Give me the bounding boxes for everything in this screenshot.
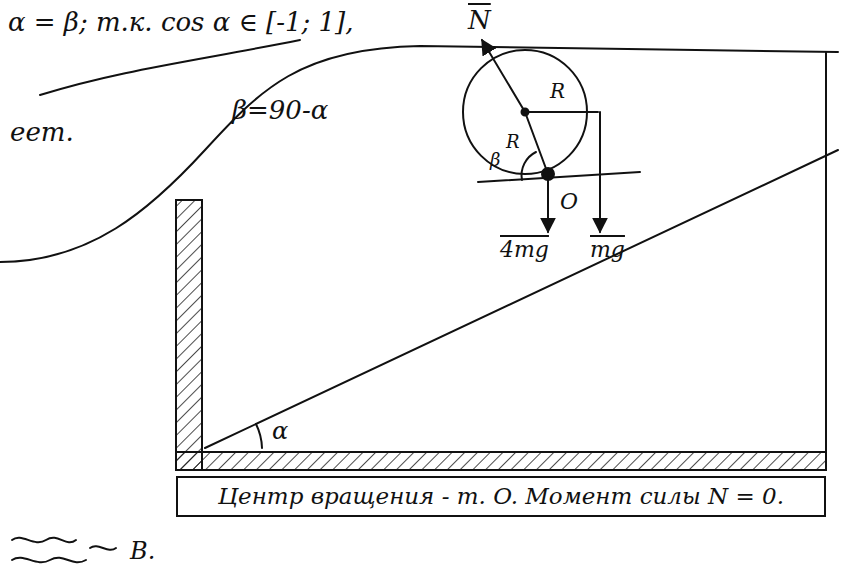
force-label: mg (590, 238, 625, 262)
note-text: Центр вращения - т. O. Момент силы N = 0… (188, 482, 814, 511)
force-label: N (468, 6, 491, 35)
frame-curve (0, 46, 838, 262)
radius-line (525, 111, 598, 113)
radius-line (525, 112, 548, 174)
note-text: B. (130, 538, 155, 564)
radius-label: R (550, 80, 565, 102)
radius-label: R (506, 132, 520, 152)
point-label: O (560, 190, 578, 214)
hatched-wall (176, 200, 202, 470)
angle-label: β (490, 150, 500, 170)
incline-line (205, 150, 838, 448)
note-box: Центр вращения - т. O. Момент силы N = 0… (176, 476, 826, 517)
force-arrow (547, 180, 549, 232)
force-label: 4mg (500, 238, 549, 262)
angle-label: α (272, 418, 288, 444)
note-text: α = β; т.к. cos α ∈ [-1; 1], (8, 8, 354, 37)
scribble (12, 538, 116, 563)
force-arrow (482, 40, 525, 112)
beta-arc (522, 152, 536, 180)
horizontal-line (478, 172, 640, 182)
hatched-floor (176, 452, 826, 470)
angle-arc (256, 424, 262, 448)
force-arrow (599, 112, 601, 232)
note-text: еет. (10, 118, 74, 147)
frame-curve (40, 40, 300, 95)
angle-relation: β=90-α (232, 96, 328, 125)
vessel-wall (825, 52, 827, 452)
